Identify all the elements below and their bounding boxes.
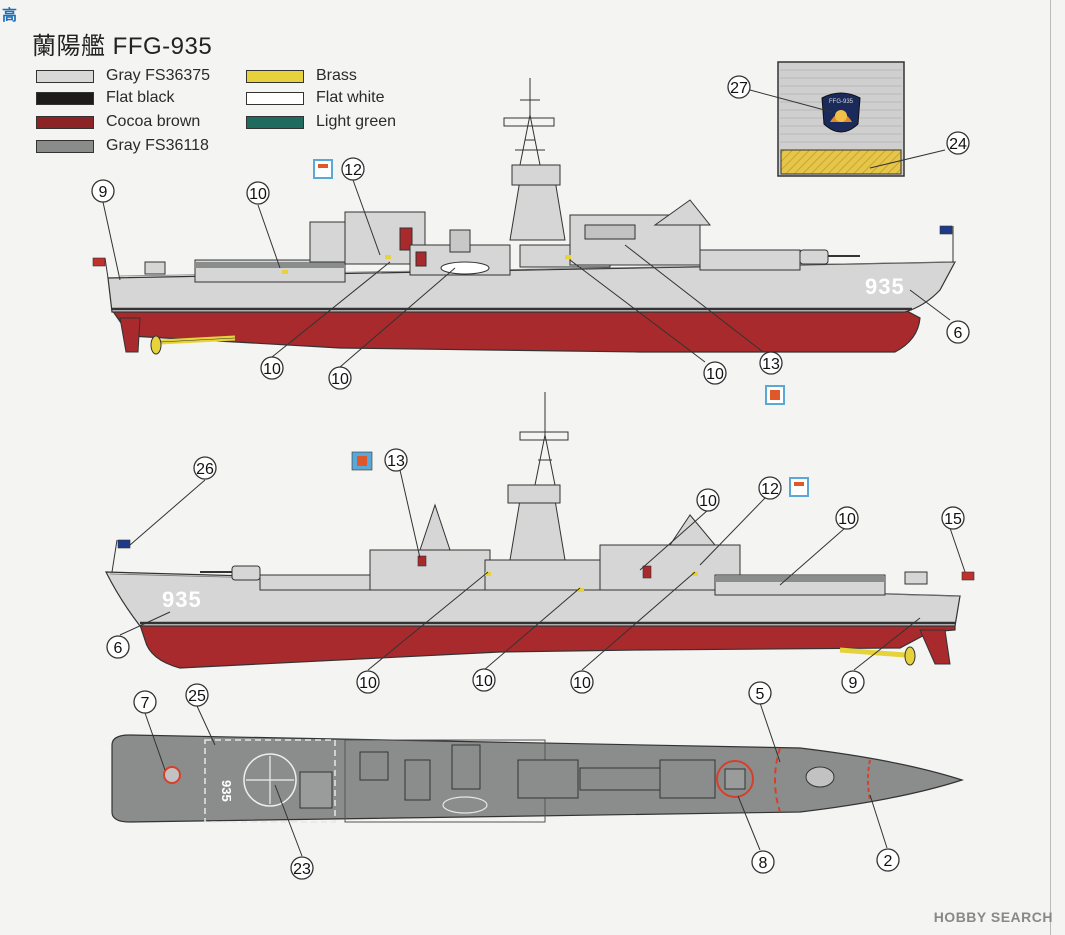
callout-23: 23 bbox=[290, 856, 314, 880]
callout-8: 8 bbox=[751, 850, 775, 874]
legend-label: Flat white bbox=[316, 89, 385, 106]
callout-5: 5 bbox=[748, 681, 772, 705]
hull-number-upper: 935 bbox=[865, 274, 905, 299]
callout-10-e: 10 bbox=[696, 488, 720, 512]
callout-6-lower: 6 bbox=[106, 635, 130, 659]
callout-label: 9 bbox=[849, 675, 858, 692]
swatch bbox=[36, 115, 94, 129]
callout-27: 27 bbox=[727, 75, 751, 99]
swatch bbox=[246, 91, 304, 105]
callout-label: 10 bbox=[359, 675, 377, 692]
swatch bbox=[36, 91, 94, 105]
crest-emblem: FFG-935 bbox=[821, 92, 861, 133]
callout-7: 7 bbox=[133, 690, 157, 714]
page-border bbox=[1050, 0, 1051, 935]
callout-24: 24 bbox=[946, 131, 970, 155]
callout-13-lower: 13 bbox=[384, 448, 408, 472]
callout-26: 26 bbox=[193, 456, 217, 480]
callout-label: 2 bbox=[884, 853, 893, 870]
legend-label: Flat black bbox=[106, 89, 175, 106]
legend-item-cocoa-brown: Cocoa brown bbox=[36, 112, 200, 132]
callout-label: 10 bbox=[475, 673, 493, 690]
decal-markers bbox=[313, 159, 809, 497]
leader-lines bbox=[102, 89, 966, 857]
legend-label: Cocoa brown bbox=[106, 113, 201, 130]
callout-label: 10 bbox=[838, 511, 856, 528]
callout-label: 10 bbox=[573, 675, 591, 692]
callout-10-g: 10 bbox=[356, 670, 380, 694]
legend-item-flat-black: Flat black bbox=[36, 88, 174, 108]
crest-text: FFG-935 bbox=[829, 99, 854, 105]
watermark: HOBBY SEARCH bbox=[933, 909, 1053, 925]
callout-label: 6 bbox=[114, 640, 123, 657]
callout-label: 25 bbox=[188, 688, 206, 705]
callout-label: 27 bbox=[730, 80, 748, 97]
callout-label: 24 bbox=[949, 136, 967, 153]
swatch bbox=[246, 115, 304, 129]
callout-10-c: 10 bbox=[328, 366, 352, 390]
site-logo: 高 bbox=[2, 7, 18, 24]
hull-number-deck: 935 bbox=[219, 780, 234, 802]
callout-2: 2 bbox=[876, 848, 900, 872]
callout-15: 15 bbox=[941, 506, 965, 530]
callout-6-upper: 6 bbox=[946, 320, 970, 344]
callout-label: 10 bbox=[706, 366, 724, 383]
legend-item-flat-white: Flat white bbox=[246, 88, 384, 108]
legend-item-brass: Brass bbox=[246, 66, 357, 86]
callout-label: 10 bbox=[263, 361, 281, 378]
callout-label: 10 bbox=[249, 186, 267, 203]
swatch bbox=[36, 69, 94, 83]
swatch bbox=[36, 139, 94, 153]
legend-label: Brass bbox=[316, 67, 357, 84]
callout-9-upper: 9 bbox=[91, 179, 115, 203]
callout-10-h: 10 bbox=[472, 668, 496, 692]
page-title: 蘭陽艦 FFG-935 bbox=[32, 33, 213, 60]
callout-13-upper: 13 bbox=[759, 351, 783, 375]
callout-label: 9 bbox=[99, 184, 108, 201]
callout-25: 25 bbox=[185, 683, 209, 707]
hull-number-lower: 935 bbox=[162, 587, 202, 612]
callouts: 9 10 12 10 10 10 13 6 27 24 26 13 10 12 … bbox=[91, 75, 970, 880]
callout-9-lower: 9 bbox=[841, 670, 865, 694]
legend-item-gray-fs36375: Gray FS36375 bbox=[36, 66, 210, 86]
legend-label: Light green bbox=[316, 113, 397, 130]
callout-label: 26 bbox=[196, 461, 214, 478]
callout-10-i: 10 bbox=[570, 670, 594, 694]
callout-label: 13 bbox=[387, 453, 405, 470]
callout-12-upper: 12 bbox=[341, 157, 365, 181]
ship-top-view: 935 bbox=[111, 734, 964, 823]
callout-label: 13 bbox=[762, 356, 780, 373]
legend-item-light-green: Light green bbox=[246, 112, 396, 132]
callout-label: 5 bbox=[756, 686, 765, 703]
callout-10-d: 10 bbox=[703, 361, 727, 385]
callout-label: 12 bbox=[761, 481, 779, 498]
callout-label: 23 bbox=[293, 861, 311, 878]
legend-item-gray-fs36118: Gray FS36118 bbox=[36, 136, 209, 156]
callout-label: 12 bbox=[344, 162, 362, 179]
callout-label: 6 bbox=[954, 325, 963, 342]
callout-12-lower: 12 bbox=[758, 476, 782, 500]
callout-10-b: 10 bbox=[260, 356, 284, 380]
swatch bbox=[246, 69, 304, 83]
callout-label: 7 bbox=[141, 695, 150, 712]
callout-label: 15 bbox=[944, 511, 962, 528]
callout-label: 10 bbox=[331, 371, 349, 388]
callout-label: 10 bbox=[699, 493, 717, 510]
callout-label: 8 bbox=[759, 855, 768, 872]
crest-insert: FFG-935 bbox=[777, 61, 905, 177]
legend-label: Gray FS36118 bbox=[106, 137, 209, 154]
ship-side-view-upper: 935 bbox=[92, 78, 957, 355]
callout-10-f: 10 bbox=[835, 506, 859, 530]
legend-label: Gray FS36375 bbox=[106, 67, 211, 84]
callout-10-a: 10 bbox=[246, 181, 270, 205]
ship-side-view-lower: 935 bbox=[105, 392, 975, 669]
